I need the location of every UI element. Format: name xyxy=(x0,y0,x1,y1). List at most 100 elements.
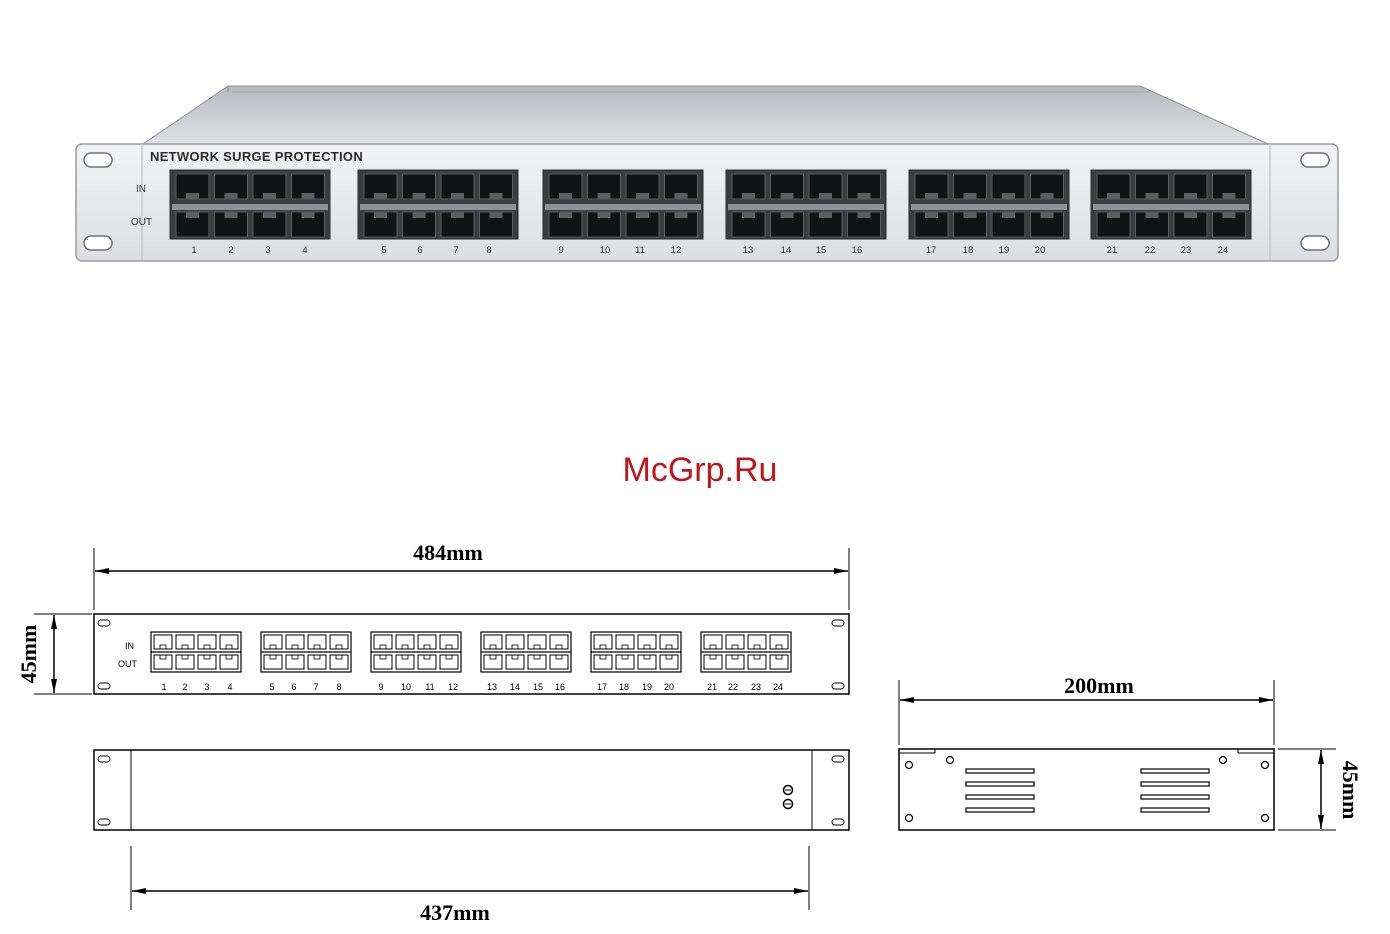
drawing-port-group xyxy=(371,632,461,672)
drawing-rj45-port xyxy=(484,635,502,649)
side-view-outline xyxy=(899,749,1274,830)
dim-inner-width-label: 437mm xyxy=(420,900,490,925)
rj45-port xyxy=(549,174,582,199)
rj45-port xyxy=(992,212,1025,237)
drawing-port-number: 13 xyxy=(487,682,497,692)
photo-out-label: OUT xyxy=(131,217,152,228)
drawing-port-group xyxy=(591,632,681,672)
photo-port-number: 15 xyxy=(816,245,827,256)
drawing-rj45-port xyxy=(770,655,788,669)
dim-height-side-label: 45mm xyxy=(1338,761,1363,820)
drawing-rj45-port xyxy=(748,635,766,649)
drawing-rj45-port xyxy=(506,635,524,649)
dim-height-front-label: 45mm xyxy=(16,625,41,684)
photo-port-number: 23 xyxy=(1181,245,1192,256)
drawing-rj45-port xyxy=(528,655,546,669)
drawing-port-number: 24 xyxy=(773,682,783,692)
dim-width-label: 484mm xyxy=(413,540,483,565)
drawing-rj45-port xyxy=(264,635,282,649)
drawing-rj45-port xyxy=(154,655,172,669)
drawing-port-number: 15 xyxy=(533,682,543,692)
screw-icon xyxy=(1220,757,1227,764)
drawing-rj45-port xyxy=(704,635,722,649)
rj45-port xyxy=(1031,174,1064,199)
drawing-rj45-port xyxy=(308,635,326,649)
mount-slot xyxy=(98,819,110,825)
photo-port-number: 12 xyxy=(671,245,682,256)
drawing-port-number: 18 xyxy=(619,682,629,692)
drawing-port-number: 12 xyxy=(448,682,458,692)
photo-port-number: 3 xyxy=(265,245,270,256)
rj45-port xyxy=(732,212,765,237)
drawing-rj45-port xyxy=(550,635,568,649)
drawing-rj45-port xyxy=(374,635,392,649)
rj45-port xyxy=(732,174,765,199)
photo-port-group xyxy=(909,170,1069,239)
drawing-rj45-port xyxy=(374,655,392,669)
screw-icon xyxy=(1262,815,1269,822)
drawing-rj45-port xyxy=(748,655,766,669)
mount-hole xyxy=(84,153,112,167)
screw-icon xyxy=(1262,762,1269,769)
drawing-rj45-port xyxy=(396,655,414,669)
product-photo: NETWORK SURGE PROTECTION IN OUT 12345678… xyxy=(76,86,1338,261)
drawing-rj45-port xyxy=(176,635,194,649)
drawing-port-number: 11 xyxy=(425,682,434,692)
drawing-rj45-port xyxy=(396,635,414,649)
rj45-port xyxy=(626,212,659,237)
rj45-port xyxy=(292,212,325,237)
rj45-port xyxy=(665,212,698,237)
photo-port-number: 4 xyxy=(302,245,307,256)
photo-port-number: 20 xyxy=(1035,245,1046,256)
rear-view-drawing xyxy=(94,750,849,830)
drawing-rj45-port xyxy=(638,635,656,649)
photo-port-number: 14 xyxy=(781,245,792,256)
drawing-rj45-port xyxy=(220,635,238,649)
rj45-port xyxy=(771,174,804,199)
rj45-port xyxy=(771,212,804,237)
rj45-port xyxy=(364,174,397,199)
rj45-port xyxy=(1213,174,1246,199)
rear-view-outline xyxy=(94,750,849,830)
drawing-rj45-port xyxy=(506,655,524,669)
mount-slot xyxy=(98,756,110,762)
drawing-in-label: IN xyxy=(125,641,134,651)
photo-port-group xyxy=(358,170,518,239)
photo-port-number: 9 xyxy=(558,245,563,256)
drawing-port-number: 10 xyxy=(401,682,411,692)
mount-slot xyxy=(832,683,844,689)
drawing-port-number: 1 xyxy=(161,682,166,692)
photo-port-number: 6 xyxy=(417,245,422,256)
rj45-port xyxy=(809,174,842,199)
rj45-port xyxy=(215,174,248,199)
rj45-port xyxy=(176,212,209,237)
drawing-rj45-port xyxy=(198,655,216,669)
mount-slot xyxy=(832,620,844,626)
photo-port-number: 11 xyxy=(635,245,645,256)
drawing-rj45-port xyxy=(440,635,458,649)
drawing-port-number: 22 xyxy=(728,682,738,692)
rj45-port xyxy=(809,212,842,237)
screw-icon xyxy=(906,815,913,822)
rj45-port xyxy=(626,174,659,199)
drawing-rj45-port xyxy=(440,655,458,669)
photo-port-number: 19 xyxy=(999,245,1010,256)
rj45-port xyxy=(176,174,209,199)
drawing-rj45-port xyxy=(330,655,348,669)
mount-slot xyxy=(98,683,110,689)
drawing-rj45-port xyxy=(198,635,216,649)
mount-hole xyxy=(1301,153,1329,167)
drawing-rj45-port xyxy=(594,635,612,649)
dim-depth-label: 200mm xyxy=(1064,673,1134,698)
drawing-port-groups xyxy=(151,632,791,672)
drawing-rj45-port xyxy=(418,655,436,669)
rj45-port xyxy=(915,212,948,237)
rj45-port xyxy=(364,212,397,237)
photo-port-number: 21 xyxy=(1107,245,1118,256)
drawing-port-number: 14 xyxy=(510,682,520,692)
photo-port-number: 17 xyxy=(926,245,937,256)
mount-hole xyxy=(1301,236,1329,250)
rj45-port xyxy=(1097,212,1130,237)
mount-slot xyxy=(832,756,844,762)
